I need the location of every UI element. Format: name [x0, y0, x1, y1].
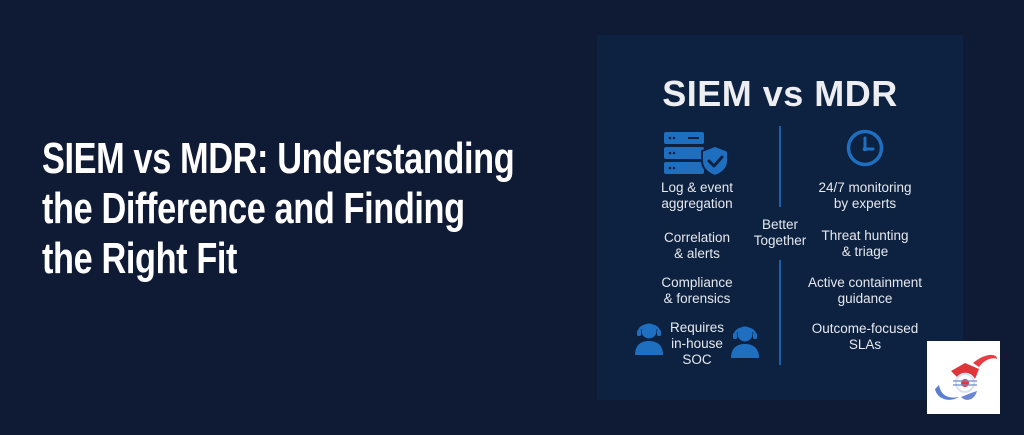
- clock-icon: [846, 129, 884, 167]
- siem-item-correlation: Correlation& alerts: [663, 230, 731, 261]
- logo-emblem-icon: [935, 354, 997, 400]
- column-divider-bottom: [779, 260, 781, 365]
- brand-logo: [927, 341, 1000, 414]
- headline-line-2: the Difference and Finding: [42, 184, 465, 233]
- headset-user-icon: [635, 323, 663, 355]
- card-title: SIEM vs MDR: [662, 73, 898, 114]
- column-divider-top: [779, 126, 781, 207]
- headline-line-3: the Right Fit: [42, 234, 238, 283]
- page-headline: SIEM vs MDR: Understanding the Differenc…: [42, 134, 515, 284]
- server-shield-icon: [664, 132, 729, 176]
- siem-item-compliance: Compliance& forensics: [661, 275, 733, 306]
- headset-user-icon: [731, 326, 759, 358]
- mdr-item-threat-hunting: Threat hunting& triage: [821, 228, 909, 259]
- headline-line-1: SIEM vs MDR: Understanding: [42, 134, 515, 183]
